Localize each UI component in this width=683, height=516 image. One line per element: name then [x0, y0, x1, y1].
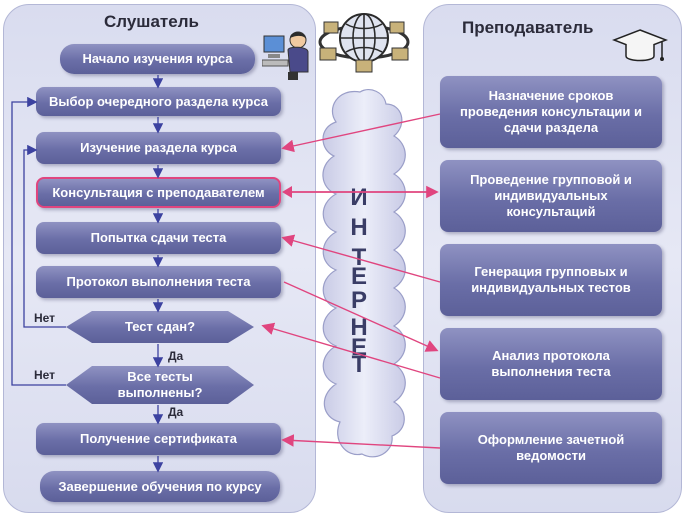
label-yes-2: Да: [168, 405, 184, 419]
internet-letter: Е: [350, 263, 367, 290]
decision-all-tests-done: [66, 366, 254, 404]
internet-letter: Т: [351, 244, 367, 271]
step-start-course: Начало изучения курса: [60, 44, 255, 74]
decision-test-passed-label: Тест сдан?: [124, 319, 196, 334]
internet-letter: Р: [350, 287, 367, 314]
listener-title: Слушатель: [104, 12, 199, 31]
internet-letter: Т: [351, 351, 367, 378]
step-finish-course: Завершение обучения по курсу: [40, 471, 280, 502]
step-test-protocol: Протокол выполнения теста: [36, 266, 281, 298]
internet-letter: Н: [350, 314, 368, 341]
internet-letter: Н: [350, 214, 368, 241]
decision-test-passed: [66, 311, 254, 343]
label-yes-1: Да: [168, 349, 184, 363]
decision-all-tests-label: Все тесты выполнены?: [117, 369, 203, 400]
step-attempt-test: Попытка сдачи теста: [36, 222, 281, 254]
task-grade-sheet: Оформление зачетной ведомости: [440, 412, 662, 484]
task-consultations: Проведение групповой и индивидуальных ко…: [440, 160, 662, 232]
graduation-cap-icon: [612, 29, 668, 62]
step-consultation: Консультация с преподавателем: [36, 177, 281, 208]
task-analyze-protocol: Анализ протокола выполнения теста: [440, 328, 662, 400]
student-computer-icon: [262, 31, 309, 80]
label-no-1: Нет: [34, 311, 56, 325]
teacher-title: Преподаватель: [462, 18, 594, 37]
task-schedule: Назначение сроков проведения консультаци…: [440, 76, 662, 148]
task-generate-tests: Генерация групповых и индивидуальных тес…: [440, 244, 662, 316]
internet-letter: И: [350, 184, 368, 211]
step-study-section: Изучение раздела курса: [36, 132, 281, 164]
step-certificate: Получение сертификата: [36, 423, 281, 455]
step-select-section: Выбор очередного раздела курса: [36, 87, 281, 116]
internet-letter: Е: [350, 334, 367, 361]
network-globe-icon: [318, 13, 410, 73]
label-no-2: Нет: [34, 368, 56, 382]
